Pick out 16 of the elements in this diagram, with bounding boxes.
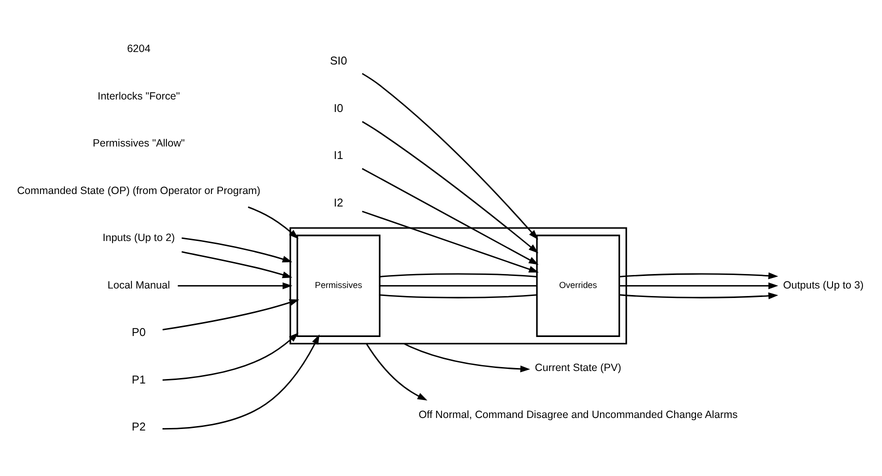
node-text: Off Normal, Command Disagree and Uncommanded Change Alarms <box>418 408 738 421</box>
node-text: P0 <box>132 326 146 339</box>
label: Interlocks "Force" <box>98 90 180 102</box>
node-text: Commanded State (OP) (from Operator or Program) <box>17 184 260 196</box>
node-text: P2 <box>132 421 146 434</box>
node-text: Outputs (Up to 3) <box>783 279 864 292</box>
node-text: Local Manual <box>108 279 170 292</box>
node-text: I1 <box>334 150 344 162</box>
node-text: Current State (PV) <box>534 361 622 374</box>
node-text: Inputs (Up to 2) <box>102 232 175 244</box>
node-text: I2 <box>334 196 344 209</box>
label: 6204 <box>127 42 150 54</box>
node-text: P1 <box>132 374 146 386</box>
node-text: I0 <box>334 102 344 114</box>
node-text: SI0 <box>330 55 348 68</box>
label: Permissives "Allow" <box>92 137 185 150</box>
